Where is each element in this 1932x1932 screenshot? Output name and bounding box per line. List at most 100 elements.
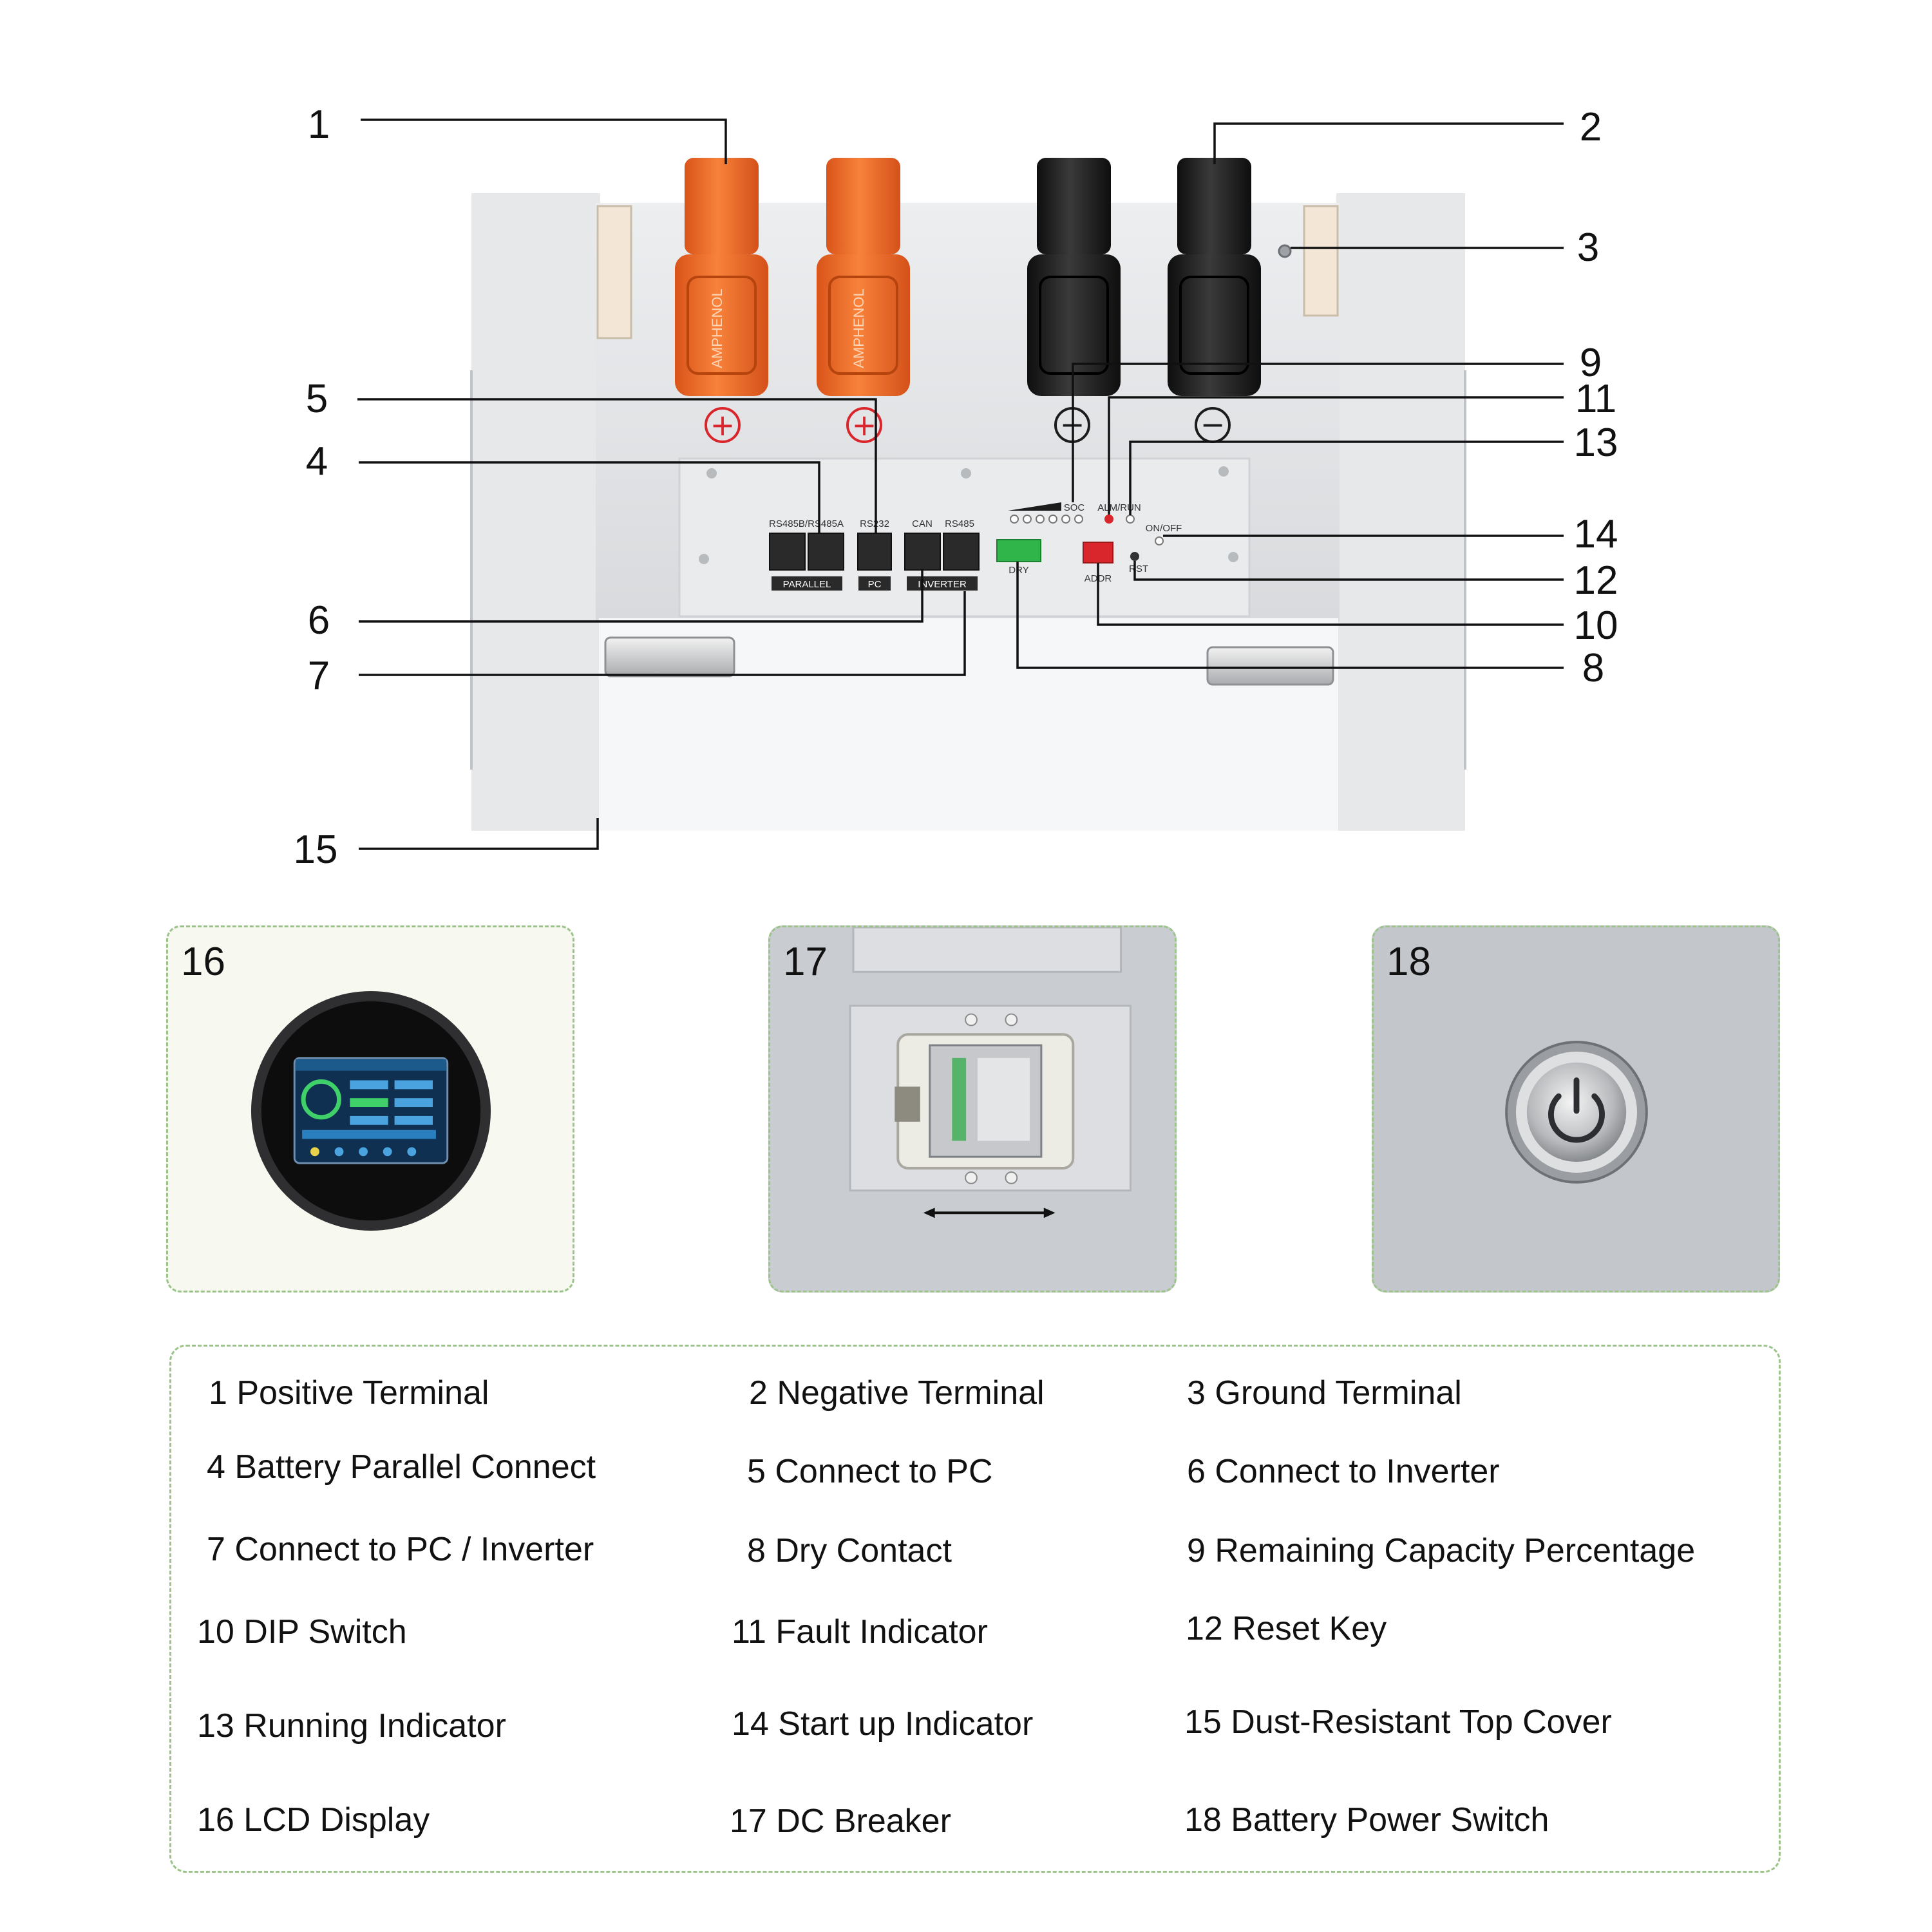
positive-symbol-ring bbox=[705, 407, 741, 443]
leader-lines bbox=[357, 118, 1564, 850]
right-rail bbox=[1206, 646, 1334, 686]
can-port bbox=[904, 533, 941, 571]
legend-item: 18 Battery Power Switch bbox=[1184, 1801, 1549, 1839]
lcd-data-row bbox=[350, 1080, 388, 1090]
panel-number: 16 bbox=[181, 940, 225, 984]
polarity-symbols: + + − − bbox=[705, 407, 1231, 443]
callout-14: 14 bbox=[1574, 512, 1618, 556]
port-label-rs485b-rs485a: RS485B/RS485A bbox=[769, 518, 844, 529]
panel-screw bbox=[1228, 552, 1238, 562]
lcd-data-row bbox=[394, 1115, 433, 1125]
breaker-latch bbox=[895, 1086, 920, 1122]
negative-symbol: − bbox=[1200, 407, 1226, 442]
soc-led bbox=[1061, 515, 1070, 524]
terminal-grip bbox=[687, 276, 757, 375]
parallel-port-b bbox=[808, 533, 844, 571]
leader-line-12 bbox=[1133, 561, 1564, 581]
lcd-status-dot bbox=[359, 1147, 368, 1157]
legend-item: 15 Dust-Resistant Top Cover bbox=[1184, 1703, 1612, 1741]
startup-indicator-led bbox=[1155, 536, 1164, 545]
leader-line-4 bbox=[359, 461, 820, 533]
panel-screw bbox=[699, 554, 709, 564]
leader-line-6 bbox=[359, 570, 923, 623]
panel-number: 18 bbox=[1387, 940, 1431, 984]
indicator-label-onoff: ON/OFF bbox=[1146, 523, 1182, 534]
terminal-body bbox=[1168, 254, 1261, 396]
port-label-inverter: INVERTER bbox=[918, 579, 967, 590]
port-label-pc: PC bbox=[868, 579, 882, 590]
positive-terminal-2: AMPHENOL bbox=[817, 158, 910, 396]
leader-line-2 bbox=[1213, 122, 1564, 164]
callout-7: 7 bbox=[308, 654, 330, 698]
terminal-body bbox=[817, 254, 910, 396]
lcd-soc-ring bbox=[301, 1079, 341, 1120]
legend-item: 2 Negative Terminal bbox=[749, 1374, 1045, 1412]
terminal-grip bbox=[828, 276, 898, 375]
legend-item: 16 LCD Display bbox=[197, 1801, 430, 1839]
fault-indicator-led bbox=[1104, 515, 1113, 524]
callout-12: 12 bbox=[1574, 558, 1618, 603]
panel-screw bbox=[706, 468, 717, 478]
terminal-cap bbox=[685, 158, 759, 254]
breaker-screw bbox=[965, 1171, 978, 1184]
soc-led bbox=[1074, 515, 1083, 524]
left-bracket bbox=[596, 205, 632, 339]
legend-item: 3 Ground Terminal bbox=[1187, 1374, 1462, 1412]
lcd-data-row bbox=[394, 1080, 433, 1090]
indicator-label-alm-run: ALM/RUN bbox=[1097, 502, 1141, 513]
lcd-status-dot bbox=[383, 1147, 392, 1157]
positive-symbol: + bbox=[710, 408, 735, 442]
callout-8: 8 bbox=[1582, 646, 1604, 690]
leader-line-5 bbox=[357, 398, 877, 533]
leader-line-15 bbox=[359, 818, 599, 850]
lcd-status-dot bbox=[310, 1147, 319, 1157]
legend-item: 5 Connect to PC bbox=[747, 1453, 993, 1490]
legend-item: 1 Positive Terminal bbox=[209, 1374, 489, 1412]
callout-6: 6 bbox=[308, 598, 330, 643]
dip-switch-block bbox=[1083, 542, 1113, 564]
leader-line-9 bbox=[1072, 363, 1564, 502]
rs485-port bbox=[943, 533, 980, 571]
legend-item: 11 Fault Indicator bbox=[732, 1613, 988, 1651]
inverter-label-bar bbox=[907, 576, 978, 591]
breaker-label-plate bbox=[977, 1057, 1030, 1141]
terminal-body bbox=[675, 254, 768, 396]
callout-5: 5 bbox=[306, 377, 328, 421]
pc-label-bar bbox=[858, 576, 891, 591]
panel-dc-breaker: 17 bbox=[768, 925, 1177, 1293]
legend-item: 8 Dry Contact bbox=[747, 1532, 952, 1569]
leader-line-13 bbox=[1129, 440, 1564, 515]
lcd-status-dot bbox=[334, 1147, 344, 1157]
dc-breaker-illustration bbox=[849, 927, 1132, 1218]
lcd-data-row bbox=[302, 1130, 436, 1139]
callout-9: 9 bbox=[1580, 341, 1602, 385]
callout-4: 4 bbox=[306, 439, 328, 484]
legend-item: 9 Remaining Capacity Percentage bbox=[1187, 1532, 1696, 1569]
panel-lcd-display: 16 bbox=[166, 925, 574, 1293]
leader-line-10 bbox=[1097, 563, 1564, 626]
callout-10: 10 bbox=[1574, 603, 1618, 648]
running-indicator-led bbox=[1126, 515, 1135, 524]
legend-item: 13 Running Indicator bbox=[197, 1707, 506, 1745]
soc-led bbox=[1036, 515, 1045, 524]
callout-numbers: 1 2 3 5 4 6 7 9 11 13 14 12 10 8 15 bbox=[294, 102, 1618, 872]
terminal-grip bbox=[1179, 276, 1249, 375]
terminal-brand: AMPHENOL bbox=[709, 289, 725, 368]
positive-symbol: + bbox=[852, 408, 877, 442]
left-rail bbox=[604, 636, 735, 677]
breaker-green-pole bbox=[952, 1057, 967, 1141]
callout-1: 1 bbox=[308, 102, 330, 147]
right-bracket bbox=[1303, 205, 1339, 317]
callout-3: 3 bbox=[1577, 225, 1599, 270]
port-label-parallel: PARALLEL bbox=[783, 579, 831, 590]
positive-symbol-ring bbox=[846, 407, 882, 443]
parallel-port-a bbox=[769, 533, 806, 571]
arrow-head-right bbox=[1043, 1208, 1056, 1218]
soc-bar-wedge bbox=[1008, 502, 1061, 511]
leader-line-8 bbox=[1016, 562, 1564, 669]
callout-15: 15 bbox=[294, 828, 338, 872]
terminal-cap bbox=[826, 158, 900, 254]
leader-line-11 bbox=[1108, 396, 1564, 515]
soc-led bbox=[1023, 515, 1032, 524]
port-label-rst: RST bbox=[1129, 564, 1148, 574]
